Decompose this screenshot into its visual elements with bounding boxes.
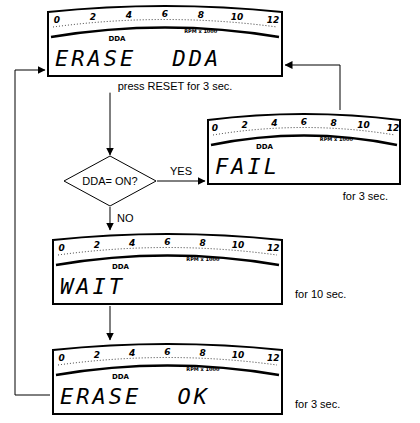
scale-number: 8 — [200, 238, 206, 248]
scale-number: 10 — [232, 350, 245, 360]
lcd-message: ERASE DDA — [55, 46, 221, 71]
lcd-display: 0 2 4 6 8 10 12RPM x 1000DDA ERASE DDA press RES… — [45, 2, 285, 93]
scale-arc — [56, 256, 279, 266]
scale-number: 12 — [267, 15, 280, 25]
scale-number: 2 — [94, 240, 100, 250]
flow-connector — [15, 70, 50, 395]
lcd-display: 0 2 4 6 8 10 12RPM x 1000DDA ERASE OK for 3 sec. — [50, 340, 340, 416]
dda-indicator: DDA — [108, 35, 125, 43]
scale-number: 4 — [271, 118, 277, 128]
scale-dotted-arc — [53, 20, 277, 28]
lcd-message: FAIL — [215, 154, 280, 179]
flow-connector — [109, 207, 110, 230]
scale-number: 8 — [198, 10, 204, 20]
lcd-message: ERASE OK — [60, 384, 210, 409]
lcd-display: 0 2 4 6 8 10 12RPM x 1000DDA FAIL for 3 sec. — [205, 110, 403, 203]
duration-note: for 3 sec. — [343, 190, 388, 203]
lcd-display: 0 2 4 6 8 10 12RPM x 1000DDA WAIT for 10 sec. — [50, 230, 346, 306]
decision-text: DDA= ON? — [82, 175, 137, 188]
scale-number: 8 — [331, 118, 337, 128]
scale-unit: RPM x 1000 — [186, 257, 219, 263]
scale-number: 6 — [164, 347, 170, 357]
scale-unit: RPM x 1000 — [320, 137, 353, 143]
scale-number: 4 — [129, 238, 135, 248]
scale-number: 12 — [267, 243, 280, 253]
branch-label: NO — [116, 212, 135, 225]
dda-indicator: DDA — [256, 143, 273, 151]
flow-connector — [285, 65, 340, 110]
scale-arc — [56, 366, 279, 376]
scale-number: 4 — [129, 348, 135, 358]
scale-number: 12 — [267, 353, 280, 363]
scale-number: 0 — [59, 243, 65, 253]
scale-arc — [51, 28, 279, 38]
display-frame — [48, 6, 282, 76]
display-frame — [53, 234, 282, 304]
scale-number: 0 — [54, 15, 60, 25]
dda-indicator: DDA — [112, 373, 129, 381]
scale-unit: RPM x 1000 — [184, 29, 217, 35]
scale-number: 10 — [357, 120, 370, 130]
scale-number: 6 — [162, 9, 168, 19]
decision-node: DDA= ON? — [63, 155, 157, 207]
dda-indicator: DDA — [112, 263, 129, 271]
branch-label: YES — [169, 165, 193, 178]
scale-number: 8 — [200, 348, 206, 358]
duration-note: for 10 sec. — [295, 288, 346, 301]
duration-note: press RESET for 3 sec. — [118, 80, 233, 93]
flow-connector — [157, 181, 205, 182]
scale-number: 4 — [126, 10, 132, 20]
scale-number: 12 — [387, 123, 400, 133]
decision-shape — [64, 156, 156, 206]
scale-number: 10 — [232, 240, 245, 250]
display-frame — [53, 344, 282, 414]
scale-arc — [211, 136, 397, 146]
scale-number: 2 — [241, 120, 247, 130]
scale-unit: RPM x 1000 — [186, 367, 219, 373]
scale-number: 0 — [212, 123, 218, 133]
scale-number: 2 — [94, 350, 100, 360]
lcd-message: WAIT — [60, 274, 125, 299]
flow-connector — [110, 306, 111, 340]
scale-number: 6 — [301, 117, 307, 127]
flow-connector — [110, 93, 111, 155]
scale-number: 10 — [231, 12, 244, 22]
scale-number: 6 — [164, 237, 170, 247]
duration-note: for 3 sec. — [295, 398, 340, 411]
display-frame — [208, 114, 400, 184]
scale-number: 2 — [90, 12, 96, 22]
scale-number: 0 — [59, 353, 65, 363]
